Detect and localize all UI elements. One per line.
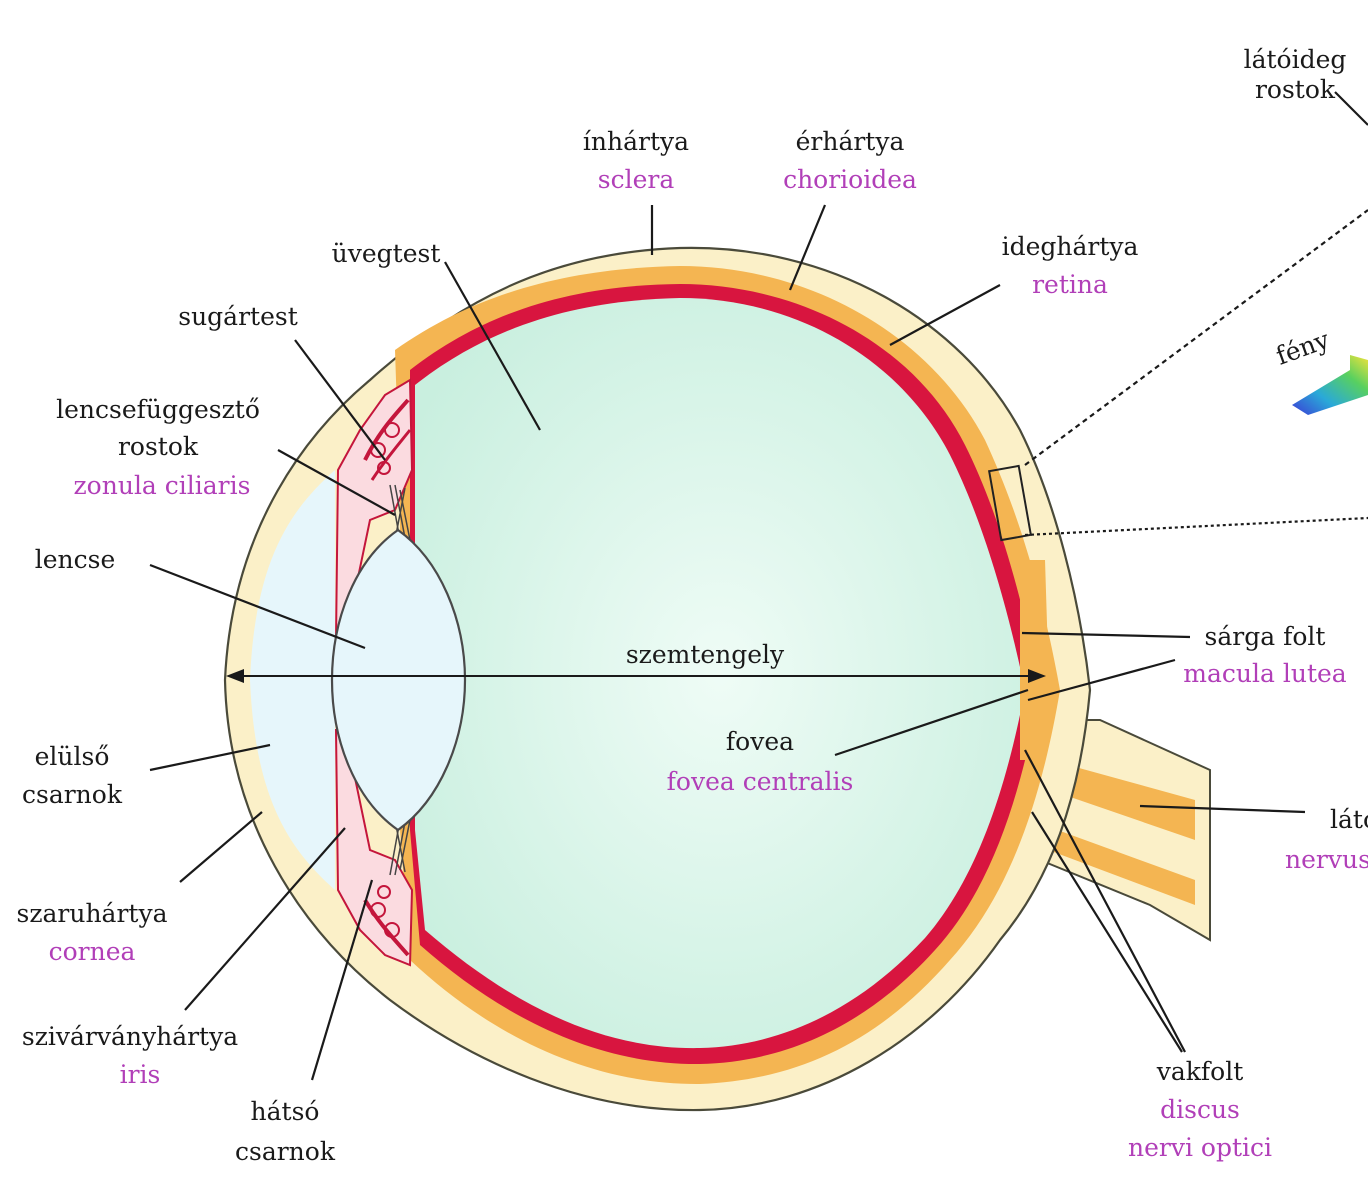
elulso-label-2: csarnok xyxy=(22,780,123,809)
light-arrow: fény xyxy=(1272,325,1368,415)
sclera-label: sclera xyxy=(598,165,675,194)
ideghartya-label: ideghártya xyxy=(1002,232,1139,261)
nervus-partial-label: nervus xyxy=(1285,845,1368,874)
macula-patch xyxy=(1020,560,1050,760)
lencsefuggeszto-label-2: rostok xyxy=(118,432,199,461)
inhartya-label: ínhártya xyxy=(583,127,689,156)
erhartya-label: érhártya xyxy=(796,127,905,156)
szemtengely-label: szemtengely xyxy=(626,640,785,669)
vakfolt-label: vakfolt xyxy=(1156,1057,1244,1086)
iris-label: iris xyxy=(120,1060,161,1089)
uvegtest-label: üvegtest xyxy=(332,239,441,268)
macula-lutea-label: macula lutea xyxy=(1183,659,1346,688)
sugartest-label: sugártest xyxy=(178,302,298,331)
szivarvanyhartya-label: szivárványhártya xyxy=(22,1022,238,1051)
detail-dashed-line-bottom xyxy=(1025,518,1368,535)
cornea-label: cornea xyxy=(49,937,136,966)
sarga-folt-label: sárga folt xyxy=(1205,622,1326,651)
discus-label: discus xyxy=(1160,1095,1240,1124)
elulso-label-1: elülső xyxy=(35,742,110,771)
latoideg-rostok-label-2: rostok xyxy=(1255,75,1336,104)
fovea-label: fovea xyxy=(726,727,794,756)
hatso-label-1: hátsó xyxy=(251,1097,320,1126)
feny-label: fény xyxy=(1272,325,1334,371)
latoideg-rostok-label-1: látóideg xyxy=(1244,45,1347,74)
nervi-optici-label: nervi optici xyxy=(1128,1133,1272,1162)
retina-label: retina xyxy=(1032,270,1108,299)
chorioidea-label: chorioidea xyxy=(783,165,917,194)
zonula-ciliaris-label: zonula ciliaris xyxy=(74,471,251,500)
lencse-label: lencse xyxy=(35,545,116,574)
latoideg-partial-label: látó xyxy=(1330,805,1368,834)
szaruhartya-label: szaruhártya xyxy=(17,899,168,928)
lencsefuggeszto-label-1: lencsefüggesztő xyxy=(56,395,260,424)
hatso-label-2: csarnok xyxy=(235,1137,336,1166)
fovea-centralis-label: fovea centralis xyxy=(667,767,854,796)
